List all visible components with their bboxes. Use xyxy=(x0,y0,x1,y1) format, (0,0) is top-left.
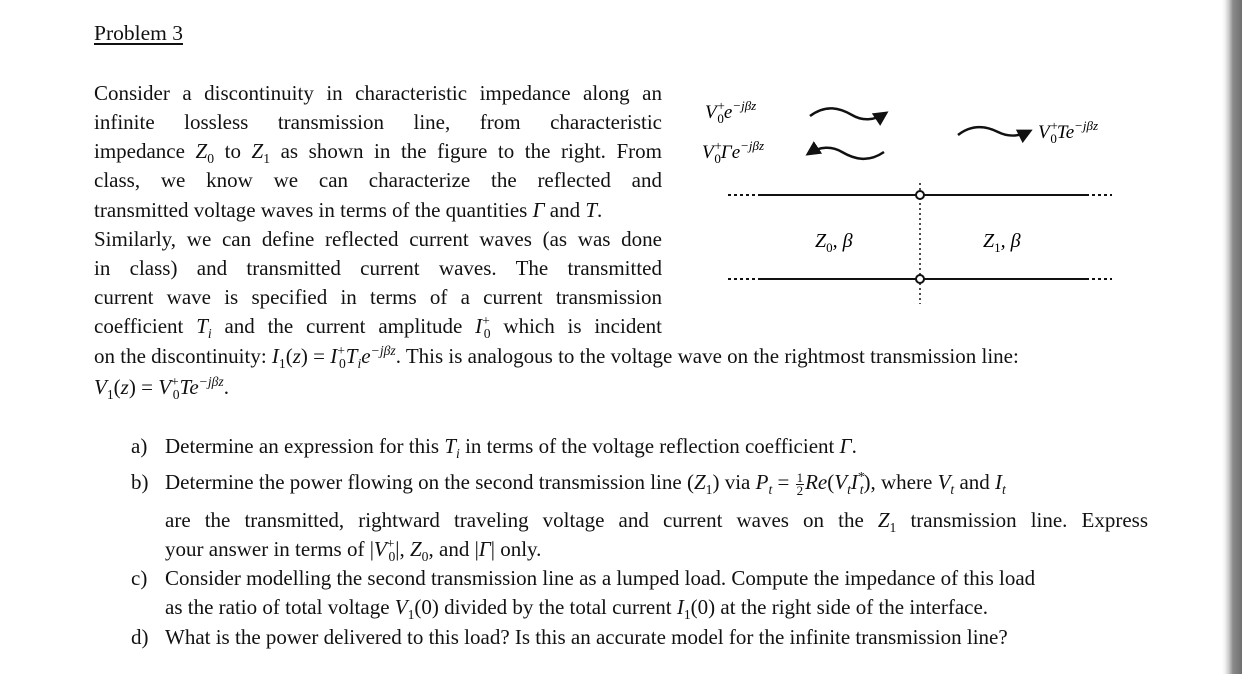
interface-top-node xyxy=(915,190,925,200)
question-b-line-2: are the transmitted, rightward traveling… xyxy=(165,508,1148,536)
page-edge-shadow xyxy=(1222,0,1242,674)
paragraph-line-5: transmitted voltage waves in terms of th… xyxy=(94,198,603,222)
paragraph-line-11: V1(z) = V+0Te−jβz. xyxy=(94,374,229,403)
question-c: c)Consider modelling the second transmis… xyxy=(131,566,1036,590)
paragraph-line-3: impedance Z0 to Z1 as shown in the figur… xyxy=(94,139,662,167)
left-line-label: Z0, β xyxy=(815,230,853,255)
transmitted-wave-arrow xyxy=(957,125,1033,144)
paragraph-line-10: on the discontinuity: I1(z) = I+0Tie−jβz… xyxy=(94,343,1019,372)
incident-wave-arrow xyxy=(809,107,889,126)
paragraph-line-2: infinite lossless transmission line, fro… xyxy=(94,110,662,134)
question-d: d)What is the power delivered to this lo… xyxy=(131,625,1008,649)
paragraph-line-1: Consider a discontinuity in characterist… xyxy=(94,81,662,105)
paragraph-line-9: coefficient Ti and the current amplitude… xyxy=(94,313,662,342)
question-b-line-3: your answer in terms of |V+0|, Z0, and |… xyxy=(165,536,542,565)
paragraph-line-4: class, we know we can characterize the r… xyxy=(94,168,662,192)
problem-heading: Problem 3 xyxy=(94,21,183,45)
incident-wave-label: V+0e−jβz xyxy=(705,98,756,126)
reflected-wave-label: V+0Γe−jβz xyxy=(702,138,764,166)
paragraph-line-8: current wave is specified in terms of a … xyxy=(94,285,662,309)
interface-bottom-node xyxy=(915,274,925,284)
question-a: a)Determine an expression for this Ti in… xyxy=(131,434,857,462)
transmitted-wave-label: V+0Te−jβz xyxy=(1038,118,1098,146)
right-line-label: Z1, β xyxy=(983,230,1021,255)
paragraph-line-6: Similarly, we can define reflected curre… xyxy=(94,227,662,251)
paragraph-line-7: in class) and transmitted current waves.… xyxy=(94,256,662,280)
question-b: b)Determine the power flowing on the sec… xyxy=(131,469,1006,498)
reflected-wave-arrow xyxy=(805,141,885,160)
question-c-line-2: as the ratio of total voltage V1(0) divi… xyxy=(165,595,989,623)
